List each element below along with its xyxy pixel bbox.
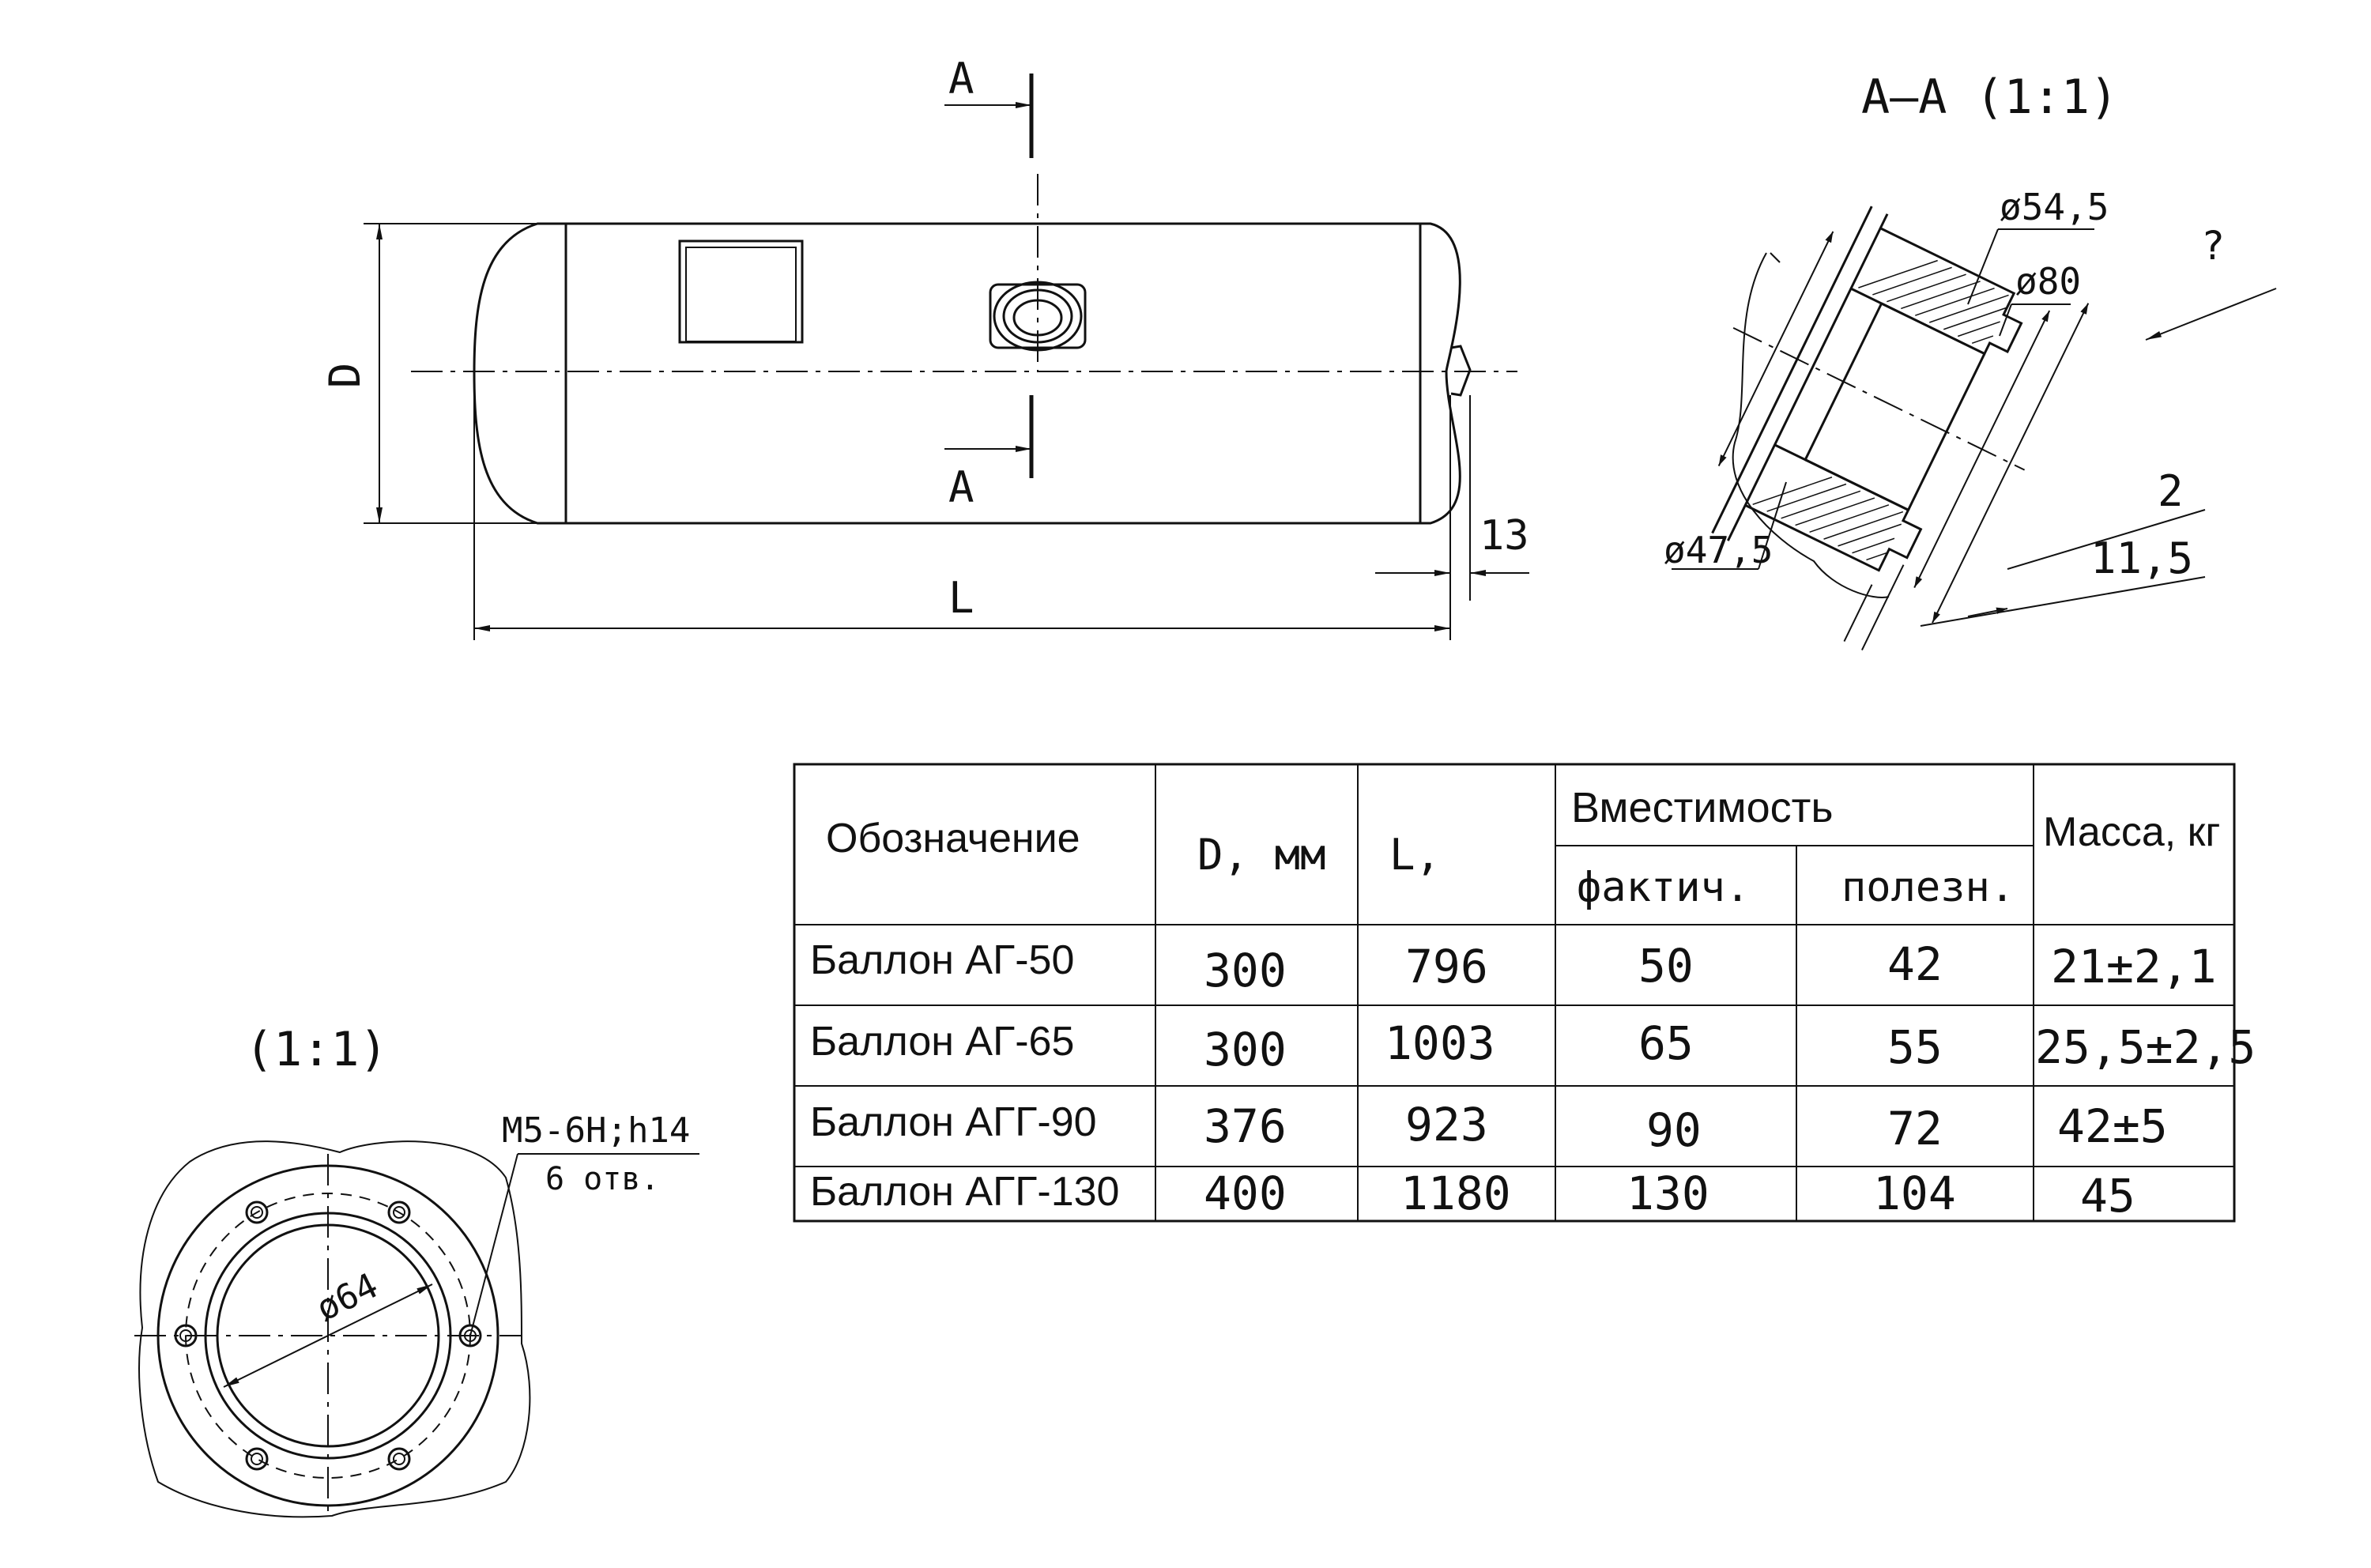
hatch-plate — [678, 239, 804, 344]
section-title: A–A (1:1) — [1861, 70, 2118, 125]
tank-main-view: A A D L 13 — [320, 54, 1529, 640]
row-mass: 25,5±2,5 — [2035, 1020, 2256, 1074]
row-d: 300 — [1204, 944, 1287, 997]
table-row: Баллон АГ-65 300 1003 65 55 25,5±2,5 — [810, 1016, 2256, 1076]
dim-d47-label: ø47,5 — [1664, 529, 1773, 571]
row-actual: 90 — [1646, 1103, 1702, 1157]
header-useful: полезн. — [1841, 864, 2015, 911]
detail-scale: (1:1) — [245, 1022, 388, 1077]
dim-d64-label: ø64 — [310, 1265, 384, 1329]
header-actual: фактич. — [1577, 864, 1750, 911]
header-l: L, — [1389, 830, 1441, 880]
view-arrow-label: ? — [2201, 223, 2225, 269]
dim-d54-label: ø54,5 — [2000, 186, 2109, 228]
section-mark-top: A — [948, 54, 974, 104]
row-actual: 50 — [1638, 939, 1694, 993]
row-name: Баллон АГ-50 — [810, 937, 1074, 983]
row-d: 400 — [1204, 1167, 1287, 1220]
table-row: Баллон АГ-50 300 796 50 42 21±2,1 — [810, 937, 2217, 997]
table-row: Баллон АГГ-130 400 1180 130 104 45 — [810, 1167, 2135, 1223]
thread-spec: M5-6H;h14 — [502, 1110, 690, 1151]
row-useful: 42 — [1887, 937, 1943, 991]
section-mark-bottom: A — [948, 462, 974, 512]
row-actual: 65 — [1638, 1016, 1694, 1070]
row-l: 1003 — [1385, 1016, 1495, 1070]
table-row: Баллон АГГ-90 376 923 90 72 42±5 — [810, 1098, 2168, 1157]
spec-table: Обозначение D, мм L, Вместимость фактич.… — [793, 763, 2256, 1223]
row-l: 796 — [1405, 940, 1488, 993]
dim-d80-label: ø80 — [2015, 260, 2081, 303]
row-l: 1180 — [1400, 1167, 1511, 1220]
tank-outline — [473, 222, 1461, 525]
row-d: 376 — [1204, 1099, 1287, 1153]
dim-l-label: L — [948, 573, 974, 623]
row-useful: 55 — [1887, 1020, 1943, 1074]
row-name: Баллон АГГ-90 — [810, 1099, 1097, 1145]
row-mass: 42±5 — [2057, 1099, 2168, 1153]
row-actual: 130 — [1627, 1167, 1709, 1220]
row-name: Баллон АГ-65 — [810, 1019, 1074, 1065]
row-d: 300 — [1204, 1023, 1287, 1076]
hole-count: 6 отв. — [545, 1161, 660, 1197]
dim-2-label: 2 — [2158, 466, 2184, 516]
header-mass: Масса, кг — [2043, 809, 2220, 855]
detail-flange-view: (1:1) ø64 M5-6H;h14 6 отв. — [134, 1022, 699, 1518]
dim-d-label: D — [320, 363, 370, 389]
header-designation: Обозначение — [826, 816, 1080, 861]
row-useful: 104 — [1873, 1167, 1956, 1220]
row-mass: 45 — [2080, 1169, 2135, 1223]
row-mass: 21±2,1 — [2051, 940, 2217, 993]
section-aa-view: A–A (1:1) — [1664, 70, 2277, 650]
dim-13-label: 13 — [1480, 512, 1529, 560]
row-useful: 72 — [1887, 1102, 1943, 1155]
row-name: Баллон АГГ-130 — [810, 1169, 1119, 1215]
dim-11-label: 11,5 — [2090, 533, 2193, 583]
header-capacity: Вместимость — [1571, 784, 1834, 831]
header-d: D, мм — [1197, 830, 1326, 880]
row-l: 923 — [1405, 1098, 1488, 1152]
bolt-holes — [174, 1200, 482, 1471]
